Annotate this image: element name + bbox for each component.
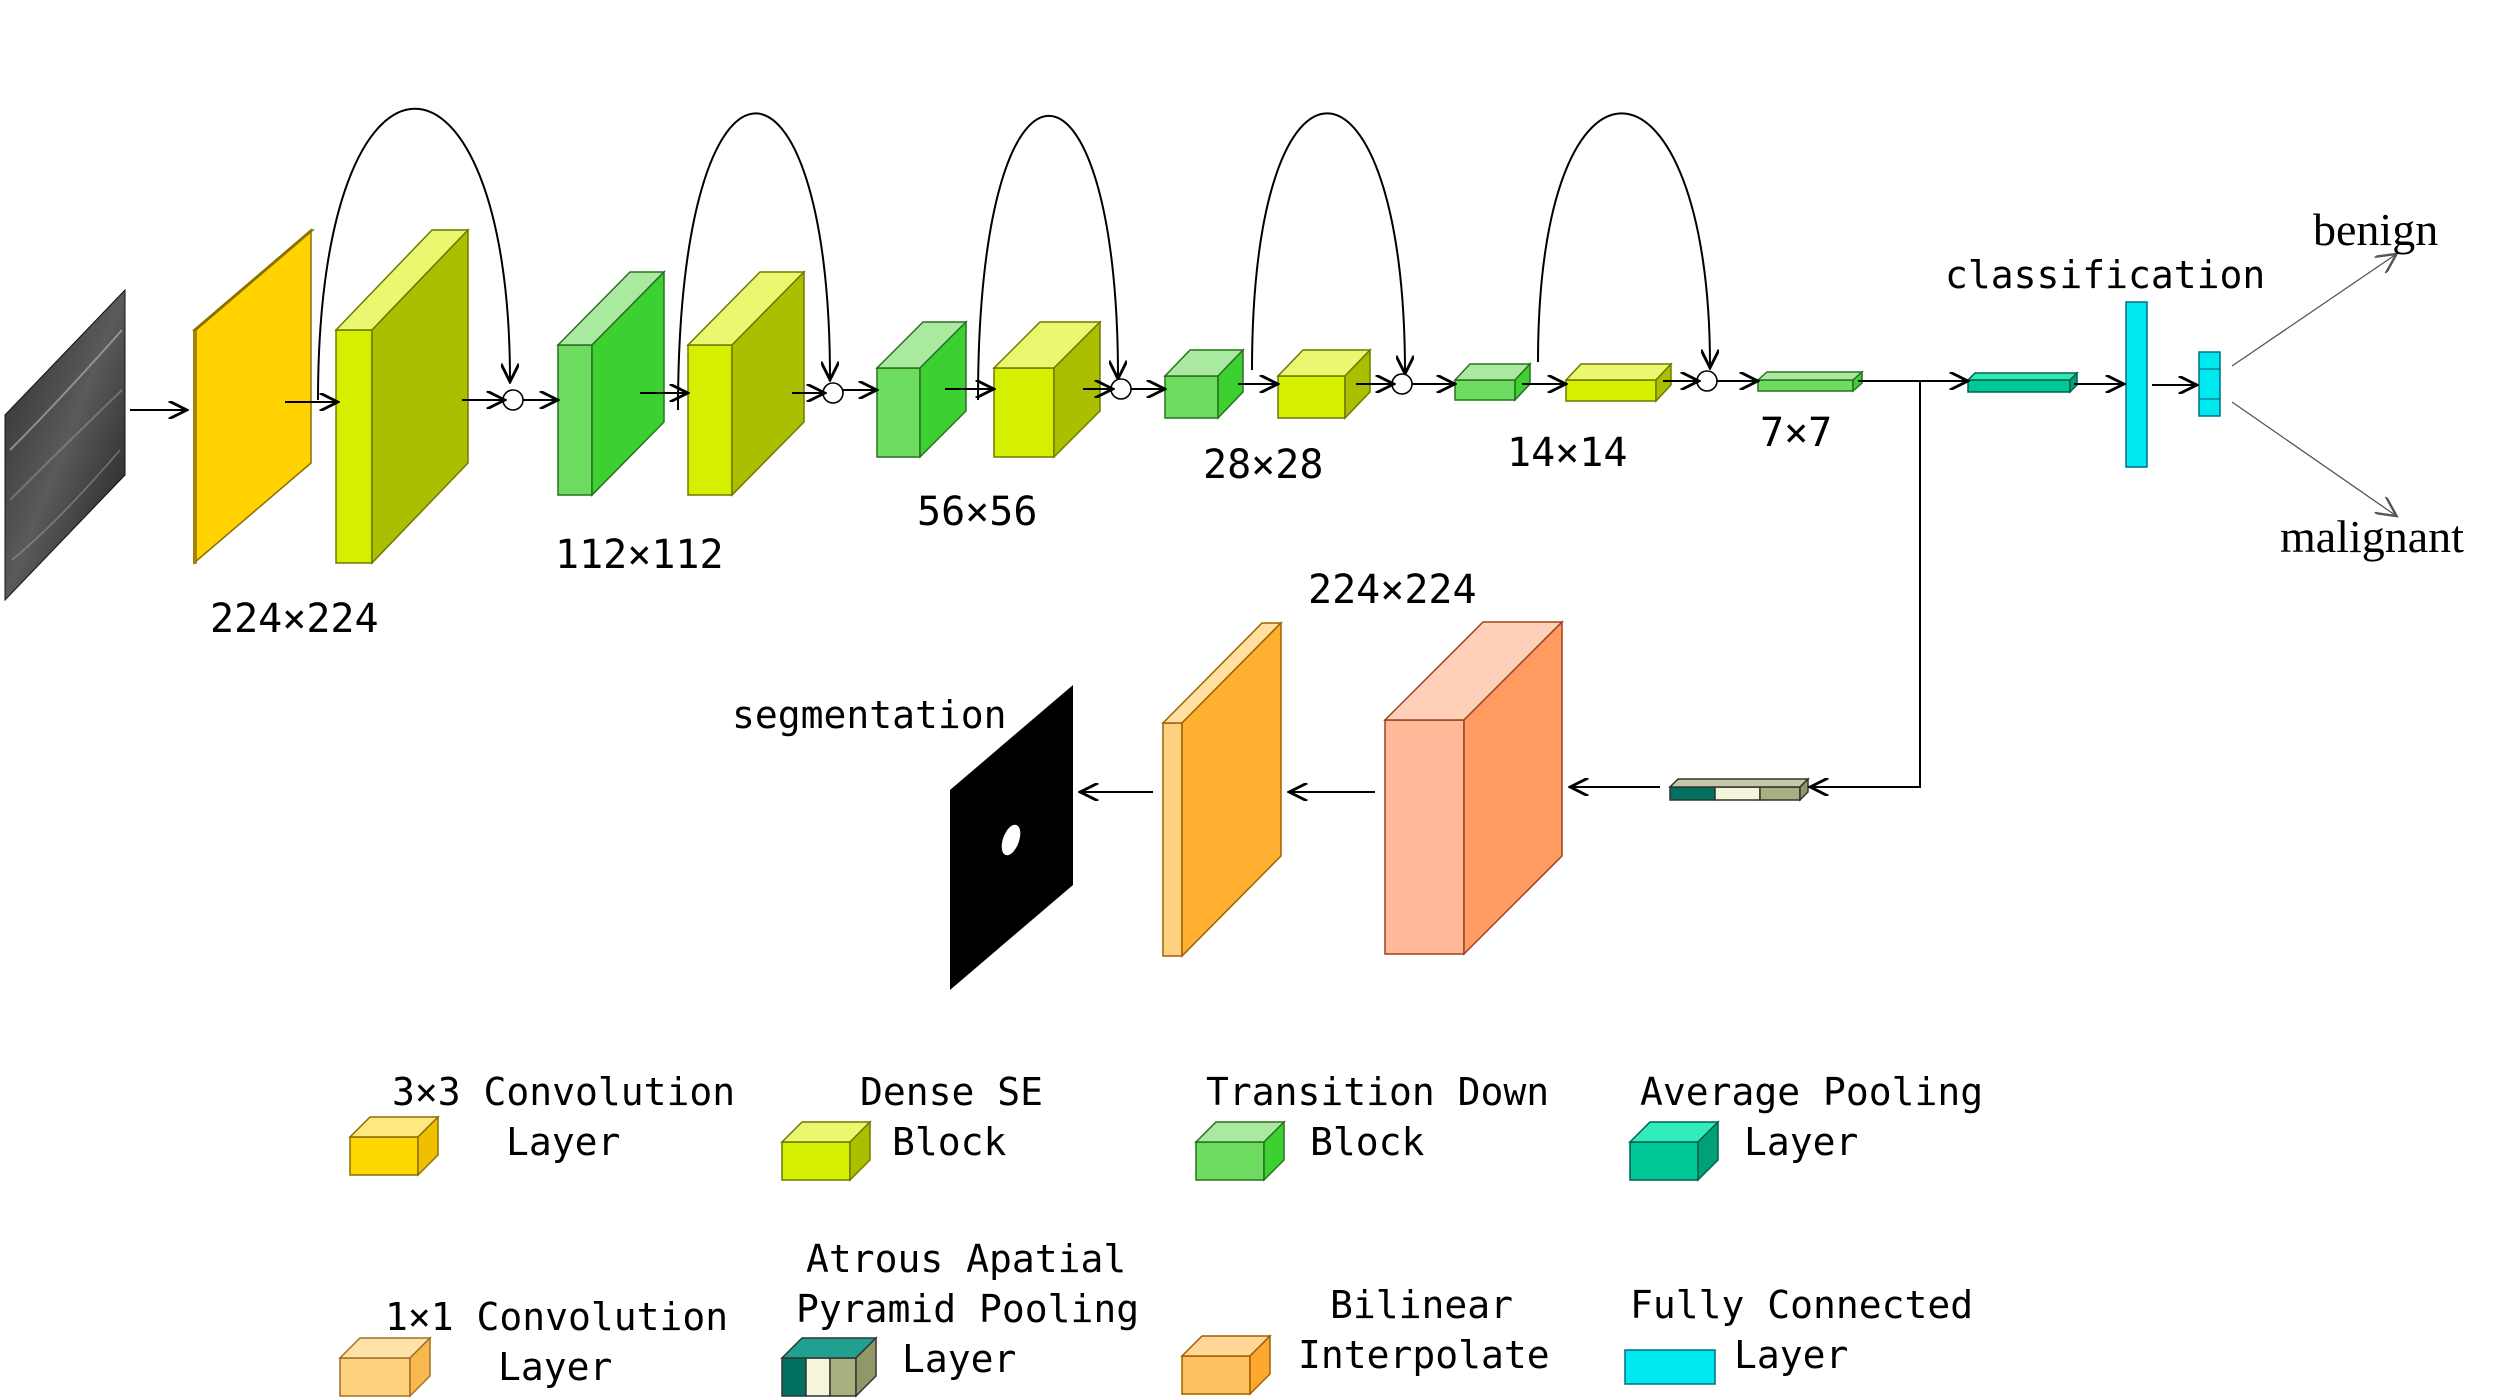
benign-label: benign (2313, 204, 2438, 255)
skip-connections (317, 107, 1710, 411)
dense-se-block-224 (334, 228, 470, 565)
forward-arrows (130, 255, 2395, 792)
size-label-224: 224×224 (210, 596, 379, 642)
average-pooling-layer (1966, 371, 2079, 394)
size-label-56: 56×56 (917, 489, 1037, 535)
legend-label-aspp-line1: Atrous Apatial (806, 1237, 1126, 1281)
legend-label-fc-line1: Fully Connected (1630, 1283, 1973, 1327)
dense-se-block-14 (1564, 362, 1673, 403)
stage-labels: 224×224 112×112 56×56 28×28 14×14 7×7 22… (210, 204, 2464, 737)
legend-label-conv1-line2: Layer (498, 1345, 612, 1389)
legend-swatch-transition (1194, 1120, 1286, 1182)
legend: 3×3 Convolution Layer Dense SE Block Tra… (338, 1070, 1983, 1398)
dense-se-block-56 (992, 320, 1102, 459)
conv3-block-224 (191, 228, 316, 565)
upsample-block-224 (1383, 620, 1564, 956)
size-label-112: 112×112 (555, 532, 724, 578)
legend-swatch-aspp (780, 1336, 878, 1398)
legend-swatch-fc (1624, 1349, 1716, 1385)
legend-label-conv3-line1: 3×3 Convolution (392, 1070, 735, 1114)
legend-label-conv3-line2: Layer (506, 1120, 620, 1164)
legend-swatch-conv3 (348, 1115, 440, 1177)
transition-block-14 (1453, 362, 1532, 402)
malignant-label: malignant (2280, 511, 2464, 562)
bilinear-interpolate-block (1161, 621, 1283, 958)
legend-label-transition-line1: Transition Down (1206, 1070, 1549, 1114)
legend-label-aspp-line3: Layer (902, 1337, 1016, 1381)
legend-label-bilinear-line1: Bilinear (1330, 1283, 1513, 1327)
segmentation-label: segmentation (732, 693, 1007, 737)
classification-label: classification (1945, 253, 2265, 297)
fully-connected-layer-2 (2198, 351, 2221, 417)
input-ultrasound-image (4, 288, 126, 602)
aspp-block (1668, 777, 1810, 802)
dense-se-block-28 (1276, 348, 1372, 420)
legend-label-bilinear-line2: Interpolate (1298, 1333, 1550, 1377)
legend-label-dense-line1: Dense SE (860, 1070, 1043, 1114)
size-label-224-decoder: 224×224 (1308, 567, 1477, 613)
size-label-7: 7×7 (1760, 410, 1832, 456)
legend-label-transition-line2: Block (1310, 1120, 1425, 1164)
legend-swatch-conv1 (338, 1336, 432, 1398)
legend-label-avgpool-line1: Average Pooling (1640, 1070, 1983, 1114)
legend-label-dense-line2: Block (892, 1120, 1007, 1164)
fully-connected-layer-1 (2125, 301, 2148, 468)
transition-block-112 (556, 270, 666, 497)
legend-label-aspp-line2: Pyramid Pooling (796, 1287, 1139, 1331)
transition-block-7 (1756, 370, 1864, 393)
legend-swatch-bilinear (1180, 1334, 1272, 1396)
size-label-14: 14×14 (1507, 430, 1627, 476)
dense-se-block-112 (686, 270, 806, 497)
segmentation-output-image (950, 685, 1073, 990)
legend-swatch-dense (780, 1120, 872, 1182)
legend-swatch-avgpool (1628, 1120, 1720, 1182)
legend-label-conv1-line1: 1×1 Convolution (385, 1295, 728, 1339)
transition-block-56 (875, 320, 968, 459)
size-label-28: 28×28 (1203, 442, 1323, 488)
transition-block-28 (1163, 348, 1245, 420)
legend-label-avgpool-line2: Layer (1744, 1120, 1858, 1164)
legend-label-fc-line2: Layer (1734, 1333, 1848, 1377)
summation-nodes (502, 370, 1718, 411)
